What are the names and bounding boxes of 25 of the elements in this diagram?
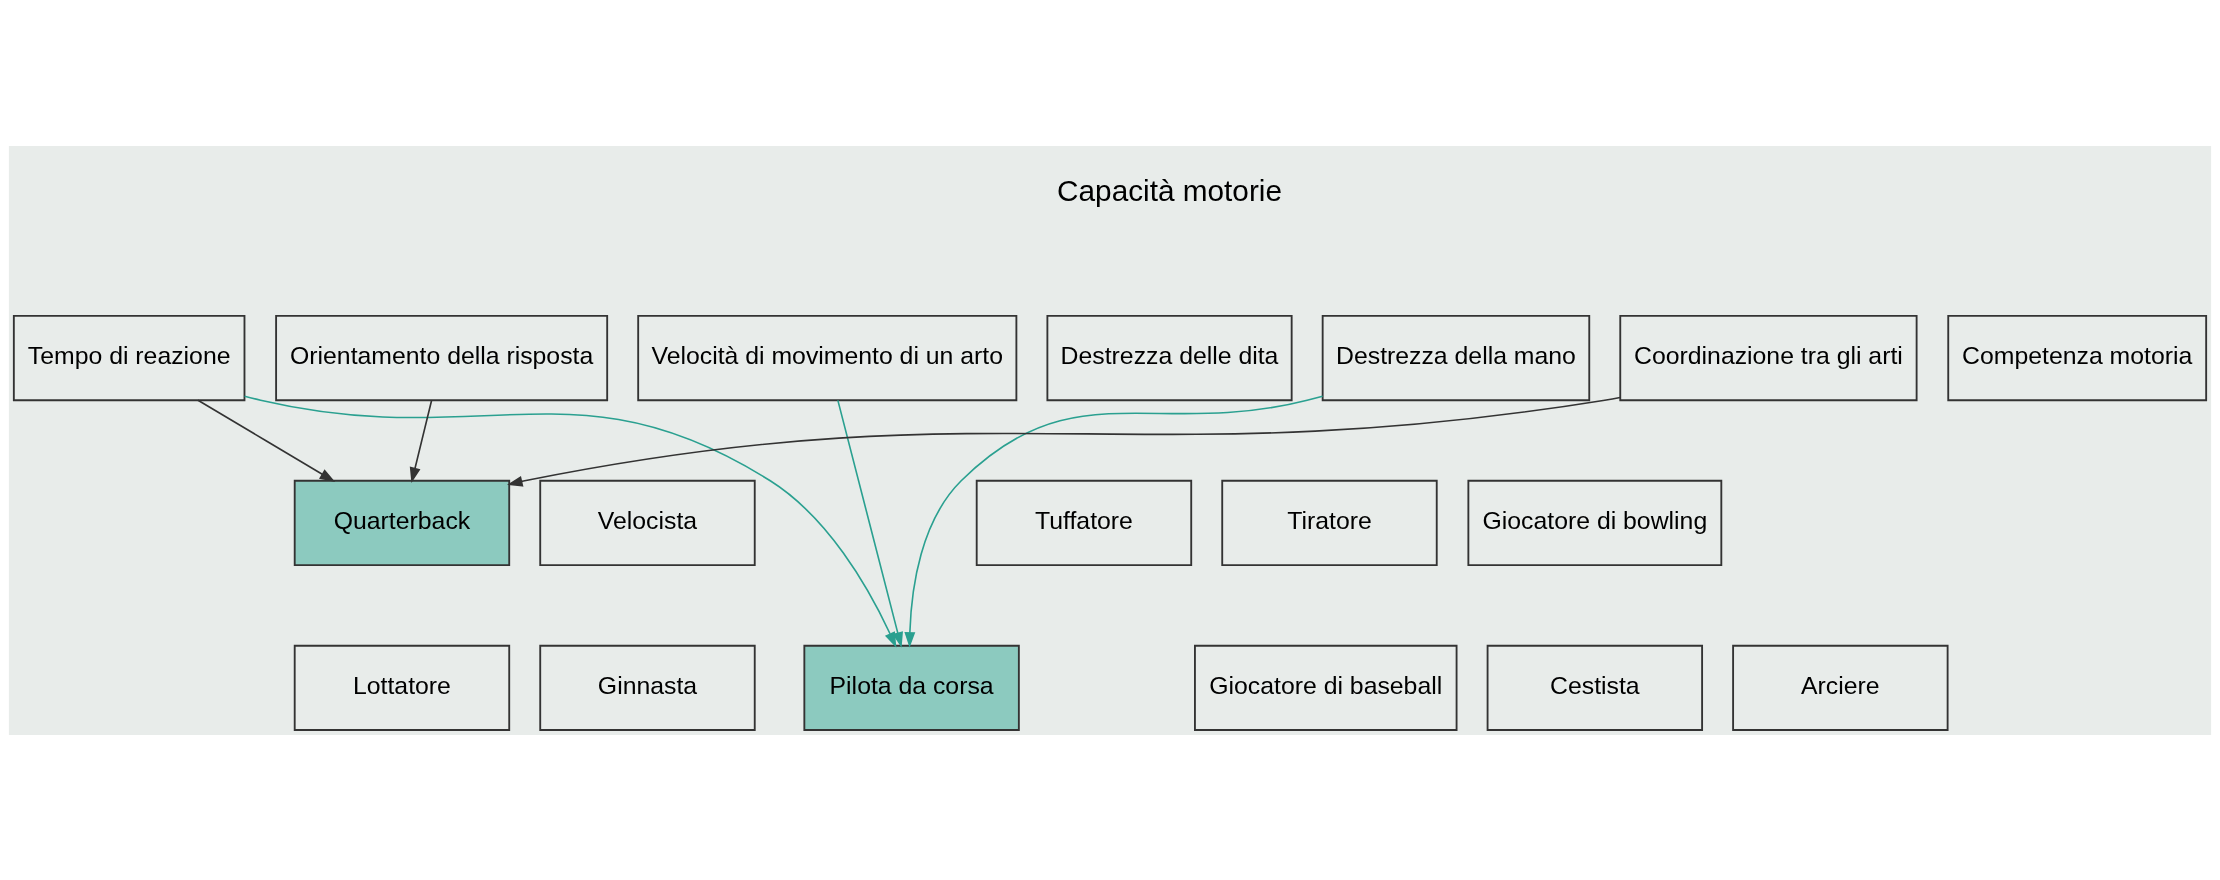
arrow bbox=[904, 394, 1324, 648]
node-box: Tuffatore bbox=[975, 479, 1193, 566]
node-box: Quarterback bbox=[293, 479, 511, 566]
node-box: Giocatore di baseball bbox=[1194, 644, 1458, 731]
node-box: Pilota da corsa bbox=[803, 644, 1020, 731]
node-box: Lottatore bbox=[293, 644, 511, 731]
arrow bbox=[197, 398, 336, 482]
node-box: Cestista bbox=[1486, 644, 1704, 731]
node-box: Destrezza della mano bbox=[1321, 314, 1591, 401]
node-box: Coordinazione tra gli arti bbox=[1619, 314, 1918, 401]
node-box: Destrezza delle dita bbox=[1046, 314, 1293, 401]
label: Capacità motorie bbox=[1057, 173, 1282, 207]
node-box: Tiratore bbox=[1221, 479, 1438, 566]
arrow bbox=[409, 398, 433, 483]
node-box: Velocità di movimento di un arto bbox=[637, 314, 1018, 401]
arrow bbox=[506, 396, 1621, 487]
node-box: Tempo di reazione bbox=[12, 314, 246, 401]
arrow bbox=[243, 394, 897, 648]
node-box: Velocista bbox=[539, 479, 756, 566]
arrow bbox=[837, 399, 903, 648]
node-box: Ginnasta bbox=[539, 644, 756, 731]
node-box: Orientamento della risposta bbox=[275, 314, 609, 401]
node-box: Competenza motoria bbox=[1947, 314, 2208, 401]
node-box: Arciere bbox=[1732, 644, 1949, 731]
node-box: Giocatore di bowling bbox=[1467, 479, 1723, 566]
